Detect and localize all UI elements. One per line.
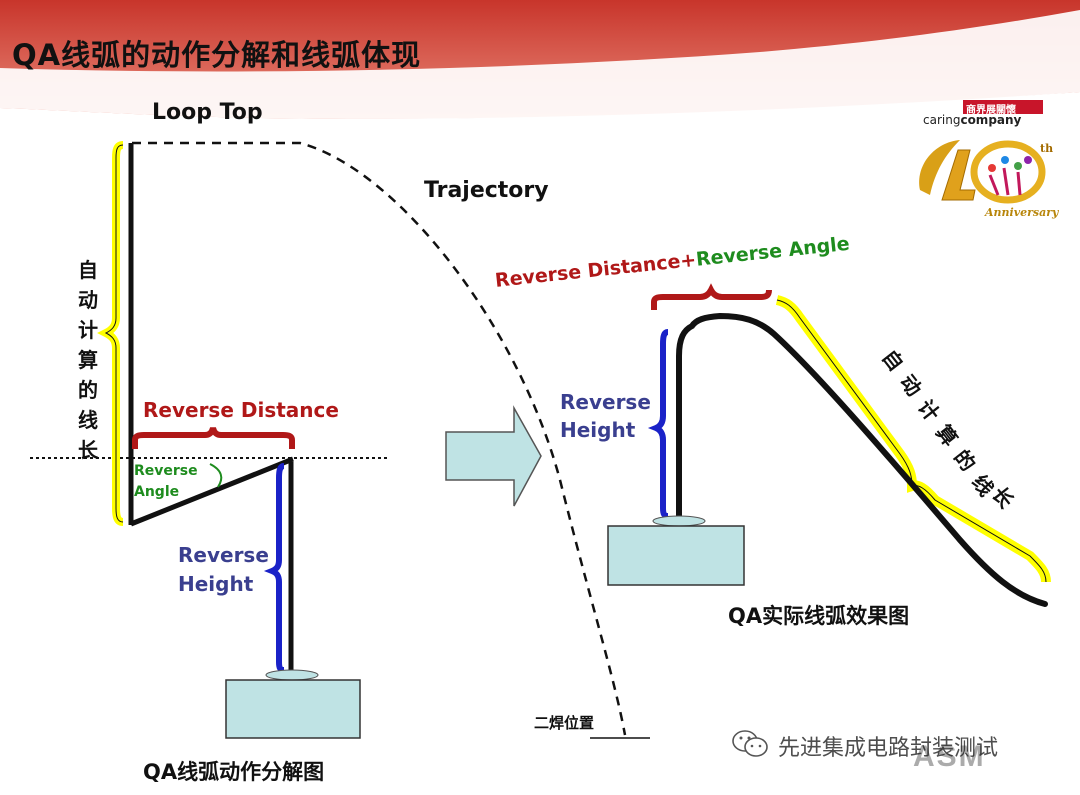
logo-brand-light: caring	[923, 113, 961, 127]
transition-arrow	[445, 405, 542, 507]
second-bond-position-label: 二焊位置	[534, 714, 595, 732]
bond-pad-left	[225, 679, 361, 739]
bond-pad-right	[607, 525, 745, 586]
reverse-angle-label-line2: Angle	[134, 484, 180, 500]
caring-company-logo: caringcompany	[923, 113, 1021, 127]
green-reverse-angle-arc	[209, 463, 223, 488]
vertical-char: 的	[78, 378, 98, 402]
page-title: QA线弧的动作分解和线弧体现	[12, 38, 422, 72]
ball-bond-left	[265, 669, 319, 681]
loop-top-label: Loop Top	[152, 100, 263, 125]
asm-brand-watermark: ASM	[913, 740, 986, 773]
ball-bond-right	[652, 515, 706, 527]
yellow-wire-length-brace	[97, 141, 124, 526]
vertical-char: 线	[78, 408, 98, 432]
vertical-char: 算	[78, 348, 98, 372]
actual-wire-loop	[676, 312, 1048, 607]
header-white-sweep	[0, 10, 1080, 119]
wechat-icon	[732, 730, 768, 757]
blue-reverse-height-brace-right	[647, 329, 669, 519]
anniversary-text: Anniversary	[985, 206, 1059, 219]
anniversary-40-logo: th	[919, 140, 1053, 204]
vertical-char: 自	[78, 258, 98, 282]
caring-company-badge-text: 商界展關懷	[966, 105, 1016, 116]
trajectory-label: Trajectory	[424, 178, 549, 203]
caption-right: QA实际线弧效果图	[728, 604, 910, 628]
wechat-account-watermark: 先进集成电路封装测试	[778, 736, 999, 761]
logo-brand-bold: company	[960, 113, 1022, 127]
reverse-height-label-right-line1: Reverse	[560, 390, 651, 414]
caption-left: QA线弧动作分解图	[143, 760, 325, 784]
red-reverse-distance-angle-brace	[651, 283, 772, 310]
reverse-height-label-left-line1: Reverse	[178, 543, 269, 567]
vertical-char: 动	[78, 288, 98, 312]
vertical-char: 长	[78, 438, 98, 462]
reverse-distance-label: Reverse Distance	[143, 398, 339, 422]
wire-diagonal-segment	[130, 456, 294, 527]
trajectory-dashed-curve	[132, 141, 627, 736]
red-reverse-distance-brace	[132, 427, 295, 449]
caring-company-badge	[963, 100, 1043, 114]
reverse-angle-label-line1: Reverse	[134, 463, 198, 479]
vertical-char: 计	[78, 318, 98, 342]
reverse-height-label-left-line2: Height	[178, 572, 254, 596]
blue-reverse-height-brace-left	[263, 463, 285, 673]
reverse-height-label-right-line2: Height	[560, 418, 636, 442]
svg-text:th: th	[1040, 142, 1053, 155]
